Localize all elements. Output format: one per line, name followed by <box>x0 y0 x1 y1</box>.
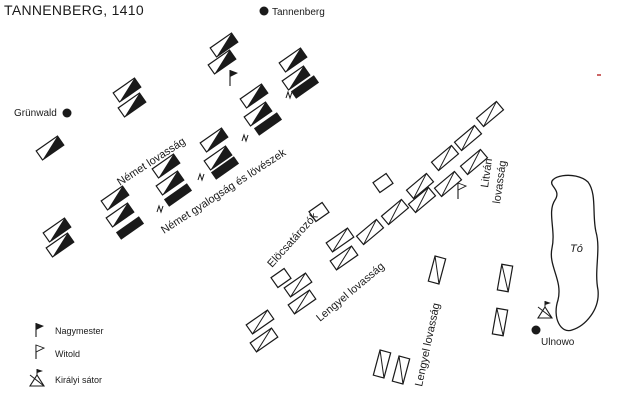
ulnowo-label: Ulnowo <box>541 337 575 348</box>
legend-witold-icon <box>35 344 46 359</box>
lake-label: Tó <box>570 243 583 255</box>
ulnowo-marker <box>531 325 541 335</box>
map-title: TANNENBERG, 1410 <box>4 2 144 18</box>
scan-mark <box>597 74 601 76</box>
legend-grand-master-label: Nagymester <box>55 326 104 336</box>
tannenberg-label: Tannenberg <box>272 7 325 18</box>
legend-royal-tent-label: Királyi sátor <box>55 375 102 385</box>
label-lithuanian-cavalry-1: Litván <box>479 158 495 189</box>
label-lithuanian-cavalry-2: lovasság <box>491 160 509 205</box>
label-polish-cavalry-2: Lengyel lovasság <box>413 302 442 388</box>
legend: Nagymester Witold Királyi sátor <box>28 323 104 387</box>
label-polish-cavalry-1: Lengyel lovasság <box>314 260 387 324</box>
tannenberg-marker <box>259 6 269 16</box>
legend-grand-master-icon <box>35 323 44 337</box>
grunwald-label: Grünwald <box>14 108 57 119</box>
grand-master-flag-icon <box>229 70 238 86</box>
witold-pennant-icon <box>457 182 468 199</box>
grunwald-marker <box>62 108 72 118</box>
legend-witold-label: Witold <box>55 349 80 359</box>
label-skirmishers: Elöcsatározók <box>265 210 320 270</box>
german-unit <box>35 135 65 161</box>
infantry-markers <box>156 90 293 214</box>
royal-tent-icon <box>536 301 554 319</box>
legend-royal-tent-icon <box>28 369 46 387</box>
lake <box>550 174 599 332</box>
